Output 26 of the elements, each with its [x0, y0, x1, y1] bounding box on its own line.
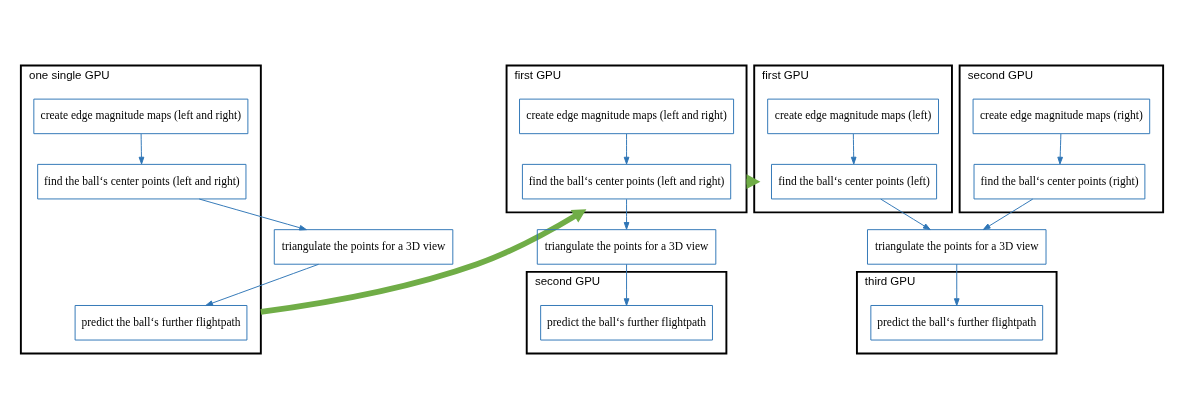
arrow — [880, 198, 931, 230]
arrow — [260, 208, 587, 315]
node-box: find the ball‘s center points (left) — [771, 163, 938, 199]
node-box: create edge magnitude maps (left and right) — [519, 98, 735, 134]
node-box: find the ball‘s center points (left and right) — [521, 163, 732, 199]
arrow — [205, 263, 320, 306]
arrow — [138, 133, 145, 164]
arrow — [623, 133, 630, 164]
node-box: triangulate the points for a 3D view — [536, 228, 717, 265]
arrow — [953, 263, 960, 306]
node-box: predict the ball‘s further flightpath — [870, 304, 1044, 341]
arrow — [1057, 133, 1063, 164]
node-box: create edge magnitude maps (left and right) — [33, 98, 249, 134]
node-box: triangulate the points for a 3D view — [273, 228, 454, 265]
arrow — [623, 198, 630, 230]
node-box: find the ball‘s center points (right) — [973, 163, 1146, 199]
node-box: triangulate the points for a 3D view — [867, 228, 1047, 265]
node-box: predict the ball‘s further flightpath — [540, 304, 713, 341]
arrow — [982, 198, 1034, 230]
arrow — [198, 198, 307, 231]
node-box: create edge magnitude maps (right) — [972, 98, 1151, 134]
node-box: find the ball‘s center points (left and right) — [37, 163, 247, 199]
node-box: create edge magnitude maps (left) — [767, 98, 939, 134]
arrow — [850, 133, 857, 164]
arrow — [623, 263, 630, 306]
node-box: predict the ball‘s further flightpath — [74, 304, 248, 341]
